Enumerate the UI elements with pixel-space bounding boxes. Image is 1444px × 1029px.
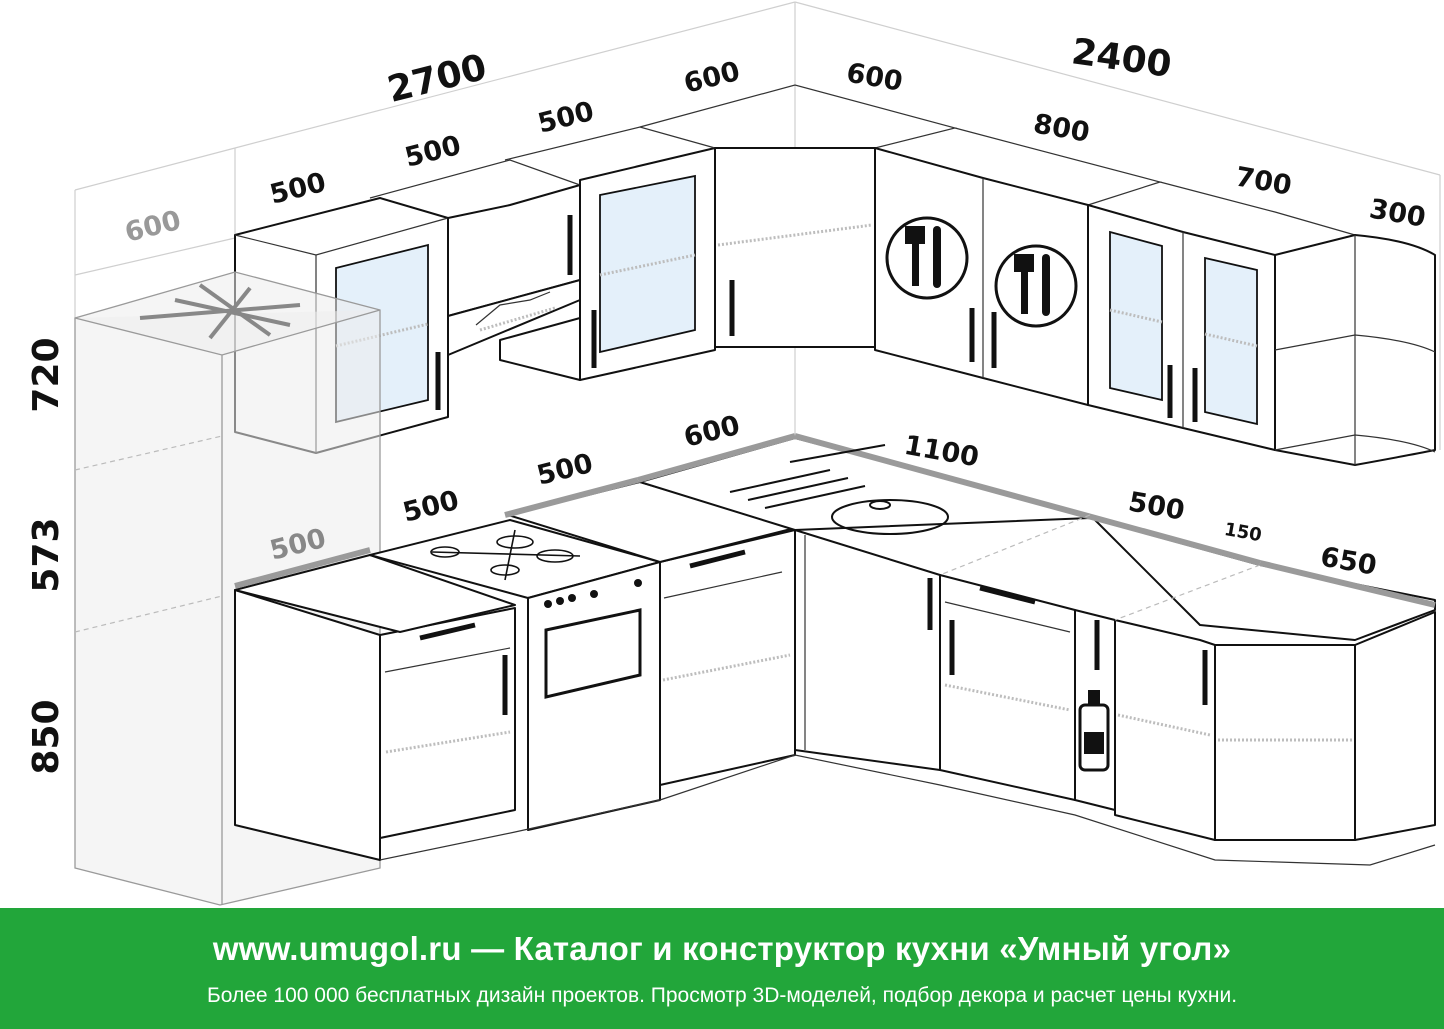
dim-height-upper: 720 <box>26 337 67 412</box>
dim-upper-left-2: 500 <box>402 130 464 174</box>
banner-title[interactable]: www.umugol.ru — Каталог и конструктор ку… <box>212 930 1232 967</box>
kitchen-drawing: 2700 2400 500 500 500 600 600 800 700 30… <box>26 1 1441 906</box>
dim-height-middle: 573 <box>26 517 67 592</box>
fork-knife-icon <box>1014 254 1050 316</box>
dim-fridge-depth: 600 <box>122 205 184 249</box>
kitchen-diagram: 2700 2400 500 500 500 600 600 800 700 30… <box>26 1 1441 906</box>
base-cabinets-right <box>379 514 1436 866</box>
dim-upper-right-3: 300 <box>1367 193 1428 233</box>
dim-upper-left-4: 600 <box>681 56 743 100</box>
bottle-icon <box>1078 690 1110 772</box>
plate-icon <box>885 216 969 300</box>
gas-burner-icon <box>430 529 581 581</box>
dim-base-right-3: 150 <box>1223 519 1264 546</box>
snowflake-icon <box>139 283 301 340</box>
dim-upper-right-2: 700 <box>1233 161 1294 201</box>
dim-upper-total-left: 2700 <box>384 47 491 111</box>
plate-icon <box>994 244 1078 328</box>
dim-upper-left-1: 500 <box>267 167 329 211</box>
dim-base-right-2: 500 <box>1126 486 1187 526</box>
banner-subtitle: Более 100 000 бесплатных дизайн проектов… <box>206 984 1238 1007</box>
base-cabinets-left <box>234 477 796 861</box>
dim-upper-corner: 600 <box>844 57 905 97</box>
dim-upper-left-3: 500 <box>535 96 597 140</box>
dim-base-right-4: 650 <box>1318 541 1379 581</box>
promo-banner: www.umugol.ru — Каталог и конструктор ку… <box>0 908 1444 1029</box>
sink-icon <box>729 444 949 535</box>
dim-upper-total-right: 2400 <box>1069 31 1174 86</box>
dim-base-left-4: 600 <box>681 410 743 454</box>
dim-base-left-3: 500 <box>534 448 596 492</box>
dim-height-base: 850 <box>26 699 67 774</box>
dim-upper-right-1: 800 <box>1031 108 1092 148</box>
upper-cabinets-right <box>874 127 1436 466</box>
countertop-corner <box>637 433 1436 641</box>
fork-knife-icon <box>905 226 941 288</box>
dim-base-left-2: 500 <box>400 485 462 529</box>
